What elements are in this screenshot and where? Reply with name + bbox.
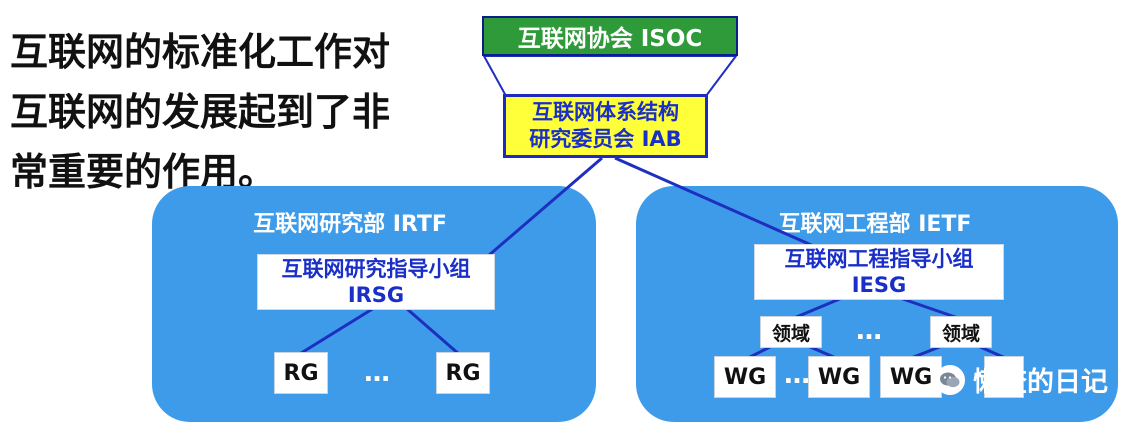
irsg-line1: 互联网研究指导小组 (281, 257, 471, 281)
area-box-1: 领域 (760, 316, 822, 348)
watermark: 懒査的日记 (935, 360, 1108, 399)
area-box-2: 领域 (930, 316, 992, 348)
iab-ietf-line (614, 156, 819, 250)
iesg-box: 互联网工程指导小组 IESG (754, 244, 1004, 300)
iesg-area2-line (899, 296, 959, 320)
intro-text: 互联网的标准化工作对互联网的发展起到了非常重要的作用。 (10, 30, 391, 194)
rg-ellipsis: … (364, 358, 390, 388)
irtf-title: 互联网研究部 IRTF (253, 212, 447, 237)
watermark-text: 懒査的日记 (973, 367, 1108, 398)
iab-box: 互联网体系结构 研究委员会 IAB (503, 94, 708, 158)
iab-line2: 研究委员会 IAB (529, 127, 682, 151)
wg-box-1: WG (714, 356, 776, 398)
wg-box-4 (984, 356, 1024, 398)
rg-box-2: RG (436, 352, 490, 394)
rg-box-1: RG (274, 352, 328, 394)
iab-irtf-line (487, 156, 603, 258)
wg-box-2: WG (808, 356, 870, 398)
wg-box-3: WG (880, 356, 942, 398)
iesg-line1: 互联网工程指导小组 (784, 247, 974, 271)
isoc-box: 互联网协会 ISOC (482, 16, 738, 56)
iab-line1: 互联网体系结构 (532, 100, 679, 124)
iesg-area1-line (793, 296, 843, 320)
irsg-rg2-line (405, 306, 461, 357)
irsg-box: 互联网研究指导小组 IRSG (257, 254, 495, 310)
iesg-line2: IESG (851, 273, 907, 297)
ietf-title: 互联网工程部 IETF (778, 212, 972, 237)
wechat-icon (935, 364, 965, 395)
irsg-rg1-line (297, 306, 375, 357)
irsg-line2: IRSG (347, 283, 405, 307)
area-ellipsis: … (856, 316, 882, 346)
wg-ellipsis: … (784, 360, 810, 390)
